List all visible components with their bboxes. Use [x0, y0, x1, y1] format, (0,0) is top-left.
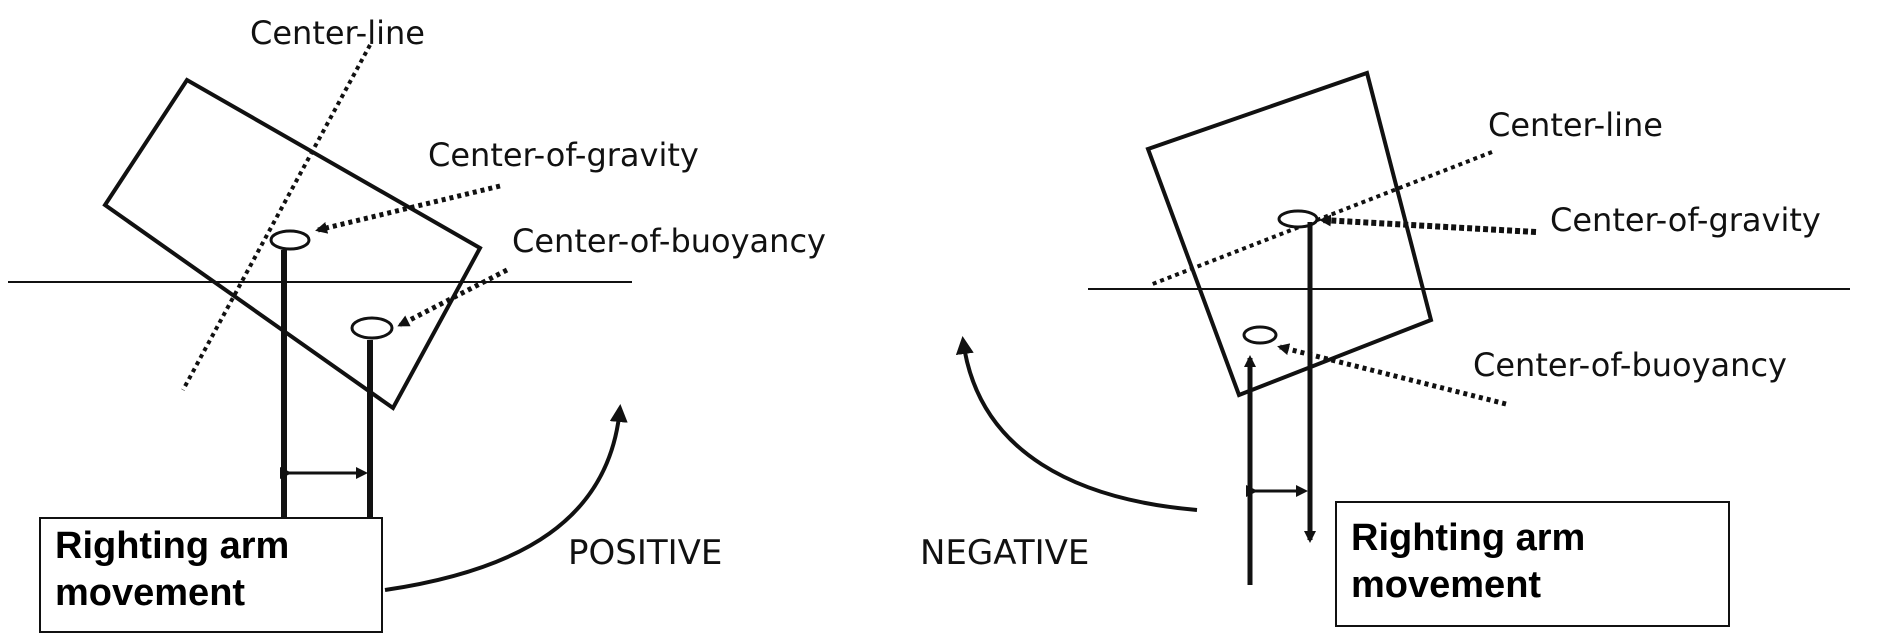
negative-stability-diagram: Center-line Center-of-gravity Center-of-…: [920, 70, 1850, 585]
positive-rotation-arrow: [384, 404, 628, 592]
hull-left: [102, 77, 483, 411]
negative-rotation-arrow: [955, 336, 1198, 512]
cob-label-right: Center-of-buoyancy: [1473, 346, 1787, 384]
centerline-label-left: Center-line: [250, 14, 425, 52]
center-of-buoyancy-marker-left: [350, 316, 394, 340]
righting-arm-box-left-line2: movement: [55, 572, 246, 614]
center-of-buoyancy-marker-right: [1242, 325, 1278, 345]
righting-arm-box-left-line1: Righting arm: [55, 525, 290, 567]
centerline-label-right: Center-line: [1488, 106, 1663, 144]
righting-arm-box-left: Righting arm movement: [39, 517, 383, 633]
righting-arm-box-right: Righting arm movement: [1335, 501, 1730, 627]
positive-stability-diagram: Center-line Center-of-gravity Center-of-…: [8, 14, 826, 592]
positive-label: POSITIVE: [568, 533, 722, 573]
cob-leader-right: [1277, 343, 1507, 407]
negative-label: NEGATIVE: [920, 533, 1089, 573]
center-of-gravity-marker-left: [269, 229, 311, 251]
cog-label-left: Center-of-gravity: [428, 136, 699, 174]
cob-label-left: Center-of-buoyancy: [512, 222, 826, 260]
righting-arm-box-right-line1: Righting arm: [1351, 517, 1586, 559]
centerline-left: [181, 44, 372, 391]
hull-right: [1145, 70, 1434, 398]
cog-leader-right: [1319, 214, 1537, 235]
righting-arm-box-right-line2: movement: [1351, 564, 1542, 606]
centerline-right: [1149, 150, 1493, 287]
cog-label-right: Center-of-gravity: [1550, 201, 1821, 239]
